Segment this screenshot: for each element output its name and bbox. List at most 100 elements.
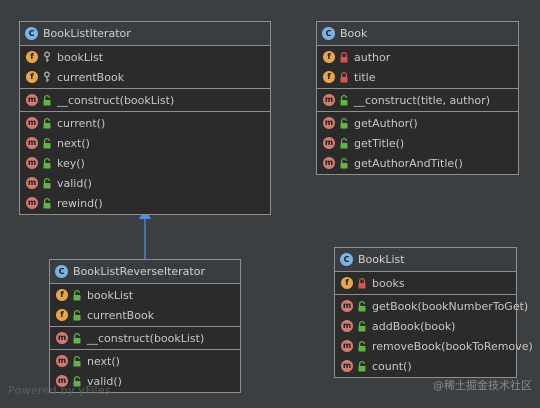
method-icon: m [26, 94, 38, 106]
method-row[interactable]: m__construct(title, author) [317, 90, 518, 110]
lock-open-icon [358, 360, 366, 372]
field-name: currentBook [87, 308, 155, 322]
credit-watermark: @稀土掘金技术社区 [433, 379, 532, 392]
method-name: __construct(bookList) [57, 93, 175, 107]
lock-open-icon [73, 375, 81, 387]
field-name: author [354, 50, 391, 64]
methods-section: m getAuthor() m getTitle() m getAuthorAndTitl… [317, 112, 518, 174]
method-name: getAuthorAndTitle() [354, 156, 463, 170]
lock-open-icon [358, 340, 366, 352]
method-name: __construct(title, author) [354, 93, 490, 107]
method-icon: m [26, 197, 38, 209]
class-header: C BookListIterator [20, 22, 270, 46]
field-name: bookList [57, 50, 104, 64]
field-icon: f [341, 277, 353, 289]
field-icon: f [26, 71, 38, 83]
field-icon: f [26, 51, 38, 63]
lock-open-icon [73, 332, 81, 344]
method-name: next() [87, 354, 120, 368]
method-icon: m [56, 332, 68, 344]
method-row[interactable]: m __construct(bookList) [50, 328, 240, 348]
method-icon: m [341, 360, 353, 372]
field-row[interactable]: f author [317, 47, 518, 67]
class-name: BookListReverseIterator [73, 265, 205, 278]
method-name: getAuthor() [354, 116, 418, 130]
method-name: rewind() [57, 196, 103, 210]
field-icon: f [323, 51, 335, 63]
lock-open-icon [73, 309, 81, 321]
field-row[interactable]: f books [335, 273, 516, 293]
class-booklistreverseiterator[interactable]: C BookListReverseIterator f bookList f curr… [49, 259, 241, 393]
field-row[interactable]: f bookList [50, 285, 240, 305]
method-icon: m [323, 137, 335, 149]
field-row[interactable]: f bookList [20, 47, 270, 67]
method-row[interactable]: m getTitle() [317, 133, 518, 153]
key-icon [44, 71, 50, 82]
class-name: BookListIterator [43, 27, 131, 40]
field-icon: f [56, 289, 68, 301]
method-row[interactable]: m current() [20, 113, 270, 133]
lock-open-icon [43, 157, 51, 169]
field-row[interactable]: f title [317, 67, 518, 87]
class-icon: C [25, 27, 38, 40]
lock-open-icon [43, 197, 51, 209]
constructors-section: m__construct(title, author) [317, 89, 518, 112]
lock-open-icon [358, 300, 366, 312]
field-name: books [372, 276, 405, 290]
method-name: valid() [57, 176, 92, 190]
field-row[interactable]: f currentBook [50, 305, 240, 325]
method-icon: m [341, 300, 353, 312]
field-icon: f [56, 309, 68, 321]
method-icon: m [341, 340, 353, 352]
method-name: valid() [87, 374, 122, 388]
class-icon: C [55, 265, 68, 278]
lock-open-icon [73, 289, 81, 301]
method-row[interactable]: m next() [50, 351, 240, 371]
method-row[interactable]: m rewind() [20, 193, 270, 213]
lock-closed-icon [340, 71, 348, 83]
method-icon: m [26, 137, 38, 149]
fields-section: f author f title [317, 46, 518, 89]
lock-closed-icon [358, 277, 366, 289]
class-name: Book [340, 27, 368, 40]
method-icon: m [323, 157, 335, 169]
method-row[interactable]: m valid() [20, 173, 270, 193]
lock-open-icon [43, 177, 51, 189]
method-name: getTitle() [354, 136, 405, 150]
method-name: current() [57, 116, 106, 130]
class-header: C BookListReverseIterator [50, 260, 240, 284]
field-name: bookList [87, 288, 134, 302]
method-row[interactable]: m __construct(bookList) [20, 90, 270, 110]
method-icon: m [323, 117, 335, 129]
method-name: addBook(book) [372, 319, 456, 333]
class-icon: C [322, 27, 335, 40]
lock-open-icon [340, 94, 348, 106]
lock-open-icon [358, 320, 366, 332]
field-icon: f [323, 71, 335, 83]
constructors-section: m __construct(bookList) [50, 327, 240, 350]
method-row[interactable]: m getAuthor() [317, 113, 518, 133]
class-header: C Book [317, 22, 518, 46]
field-name: title [354, 70, 376, 84]
method-icon: m [26, 157, 38, 169]
method-icon: m [56, 355, 68, 367]
method-row[interactable]: m getAuthorAndTitle() [317, 153, 518, 173]
fields-section: f books [335, 272, 516, 295]
method-icon: m [26, 117, 38, 129]
lock-closed-icon [340, 51, 348, 63]
method-icon: m [26, 177, 38, 189]
method-name: __construct(bookList) [87, 331, 205, 345]
